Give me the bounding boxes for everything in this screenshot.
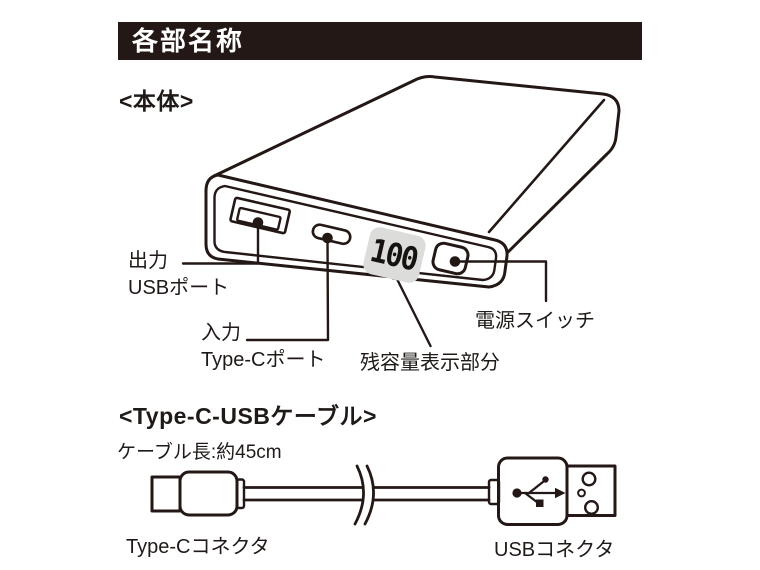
label-input-typec-port: 入力 Type-Cポート bbox=[201, 320, 325, 374]
cable-drawing bbox=[150, 456, 617, 526]
leader-lines bbox=[181, 220, 548, 348]
leader-typec-input bbox=[245, 236, 330, 342]
body-section-title: <本体> bbox=[119, 88, 194, 114]
battery-level-value: 100 bbox=[366, 230, 421, 278]
cable-break-icon bbox=[353, 464, 375, 526]
label-output-line2: USBポート bbox=[128, 277, 230, 299]
leader-display bbox=[393, 273, 432, 348]
cable-lines bbox=[242, 486, 491, 502]
label-power-switch: 電源スイッチ bbox=[475, 310, 595, 332]
usb-trident-icon bbox=[512, 476, 566, 507]
device-outline bbox=[212, 75, 621, 262]
label-output-usb-port: 出力 USBポート bbox=[128, 248, 229, 302]
label-input-line1: 入力 bbox=[201, 322, 241, 344]
powerbank-drawing bbox=[181, 75, 621, 348]
page-title: 各部名称 bbox=[132, 26, 245, 56]
label-typec-connector: Type-Cコネクタ bbox=[126, 536, 270, 558]
label-cable-length: ケーブル長:約45cm bbox=[117, 442, 282, 463]
label-output-line1: 出力 bbox=[128, 250, 168, 272]
leader-power-switch bbox=[453, 260, 548, 303]
typec-connector-shape bbox=[150, 470, 246, 517]
device-front-face-inner-line bbox=[213, 184, 498, 282]
leader-usb-output bbox=[181, 220, 260, 265]
cable-section-title: <Type-C-USBケーブル> bbox=[119, 403, 377, 429]
label-input-line2: Type-Cポート bbox=[201, 349, 326, 371]
label-usb-connector: USBコネクタ bbox=[494, 539, 615, 561]
section-header-banner: 各部名称 bbox=[118, 22, 642, 60]
label-remaining-capacity-display: 残容量表示部分 bbox=[360, 352, 500, 374]
device-edge-crease bbox=[487, 98, 606, 234]
usb-connector-shape bbox=[487, 456, 617, 526]
